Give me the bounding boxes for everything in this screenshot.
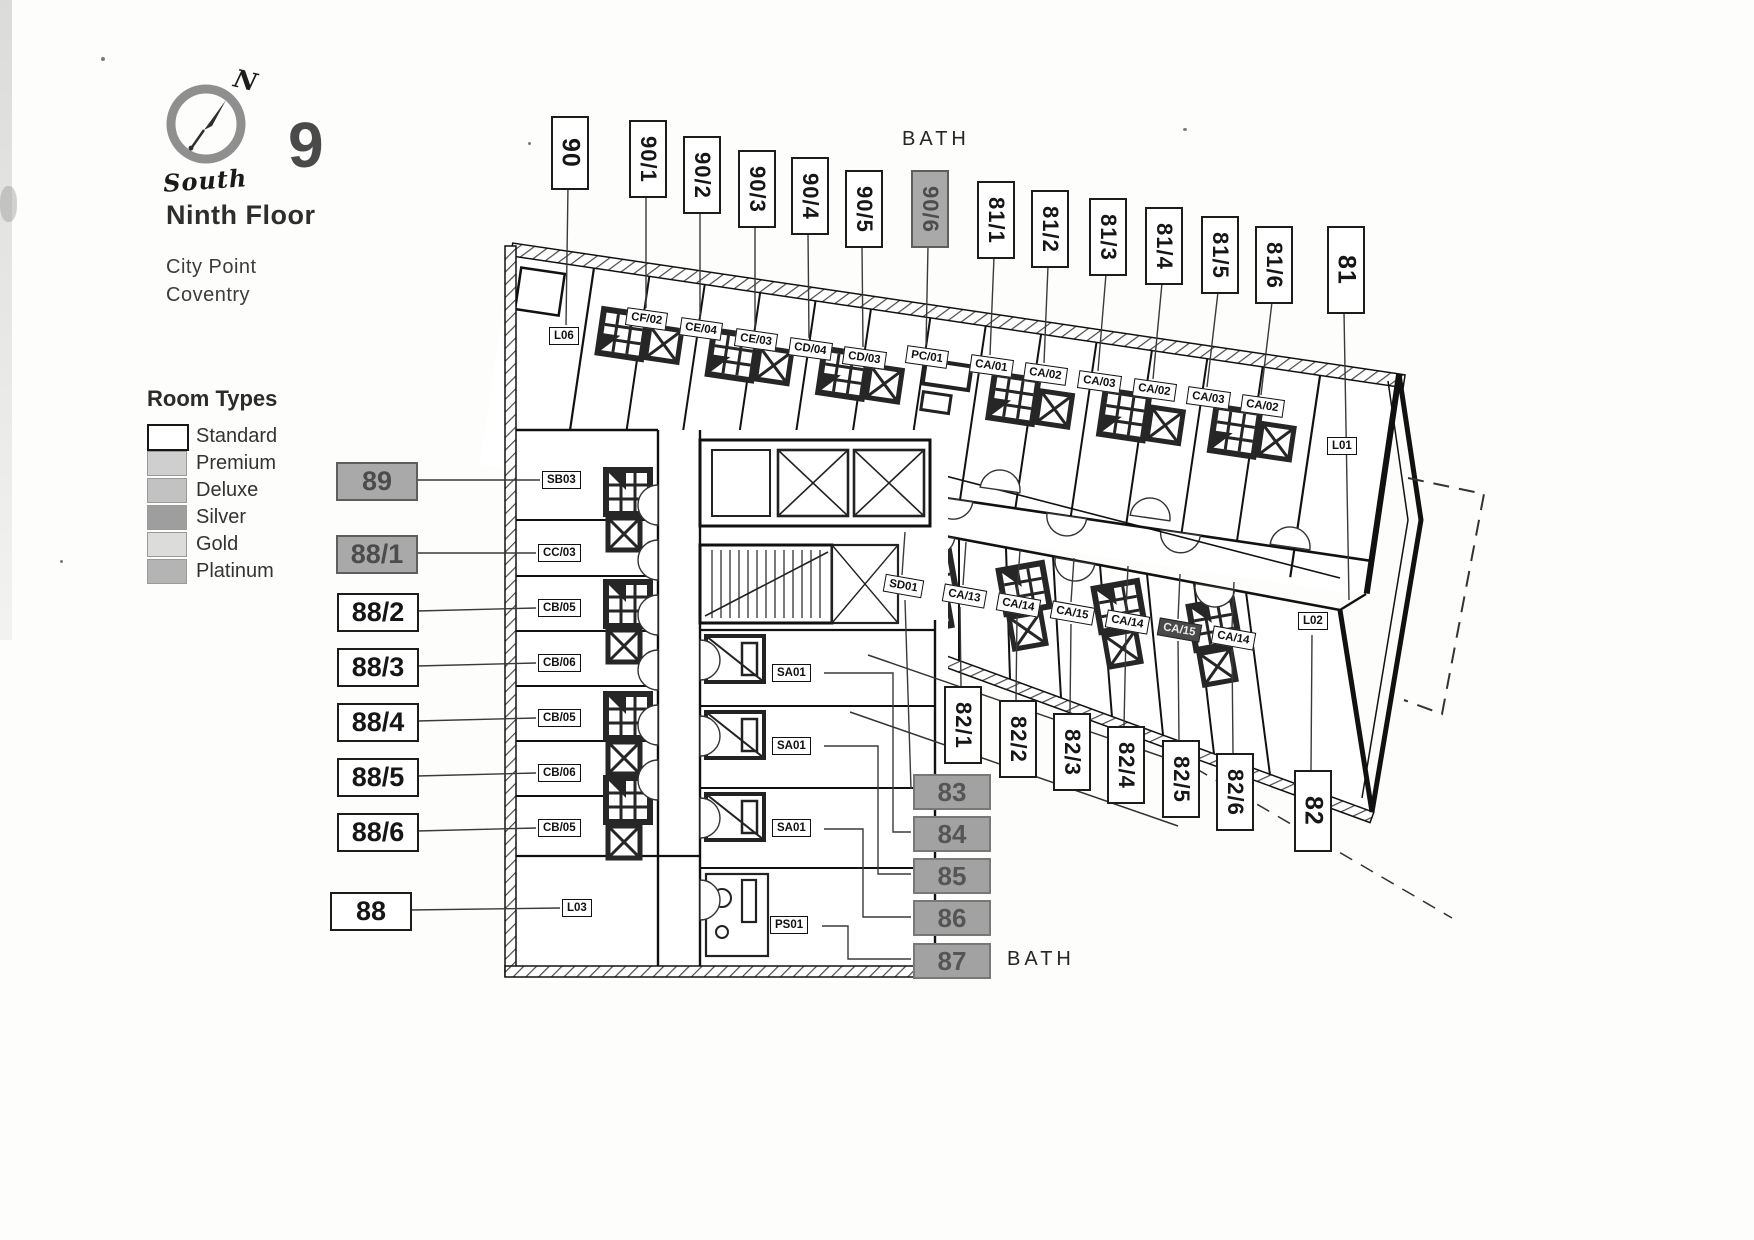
legend-label-deluxe: Deluxe (196, 479, 259, 501)
unit-label-81-6: 81/6 (1255, 226, 1293, 304)
legend-label-standard: Standard (196, 425, 278, 447)
legend-swatch-standard (147, 424, 189, 451)
unit-label-85: 85 (913, 858, 991, 894)
unit-label-90-3: 90/3 (738, 150, 776, 228)
building-city: Coventry (166, 284, 251, 306)
bath-label-top: BATH (902, 128, 970, 150)
scan-smudge (0, 186, 17, 222)
legend-swatch-deluxe (147, 478, 187, 503)
room-code: CB/06 (538, 654, 581, 672)
scan-edge-artifact (0, 0, 12, 640)
scan-speck (60, 560, 63, 563)
legend-swatch-gold (147, 532, 187, 557)
unit-label-87: 87 (913, 943, 991, 979)
scan-speck (528, 142, 531, 145)
unit-label-82-6: 82/6 (1216, 753, 1254, 831)
unit-label-86: 86 (913, 900, 991, 936)
unit-label-81-5: 81/5 (1201, 216, 1239, 294)
unit-label-89: 89 (336, 462, 418, 501)
room-code: CB/05 (538, 599, 581, 617)
room-code: CC/03 (538, 544, 581, 562)
unit-label-82-4: 82/4 (1107, 726, 1145, 804)
left-wing (504, 245, 948, 978)
floor-title: Ninth Floor (166, 200, 316, 230)
scan-speck (1183, 128, 1187, 131)
room-code: L02 (1298, 612, 1328, 630)
legend-label-platinum: Platinum (196, 560, 274, 582)
unit-label-88-3: 88/3 (337, 648, 419, 687)
unit-label-81-1: 81/1 (977, 181, 1015, 259)
legend-swatch-silver (147, 505, 187, 530)
unit-label-82: 82 (1294, 770, 1332, 852)
unit-label-90: 90 (551, 116, 589, 190)
unit-label-82-1: 82/1 (944, 686, 982, 764)
unit-label-81-3: 81/3 (1089, 198, 1127, 276)
floor-number: 9 (288, 109, 324, 181)
unit-label-90-4: 90/4 (791, 157, 829, 235)
room-code: SA01 (772, 819, 811, 837)
room-code: SA01 (772, 737, 811, 755)
bath-label-bottom: BATH (1007, 948, 1075, 970)
unit-label-84: 84 (913, 816, 991, 852)
unit-label-88-1: 88/1 (336, 535, 418, 574)
unit-label-88-4: 88/4 (337, 703, 419, 742)
room-code: SA01 (772, 664, 811, 682)
unit-label-82-3: 82/3 (1053, 713, 1091, 791)
room-code: CB/06 (538, 764, 581, 782)
unit-label-90-1: 90/1 (629, 120, 667, 198)
room-code: PS01 (770, 916, 809, 934)
unit-label-81-2: 81/2 (1031, 190, 1069, 268)
building-name: City Point (166, 256, 257, 278)
room-code: L01 (1327, 437, 1357, 455)
room-code: L06 (549, 327, 579, 345)
room-code: SB03 (542, 471, 581, 489)
legend-swatch-premium (147, 451, 187, 476)
compass-south-label: South (162, 163, 249, 198)
right-end-walls (929, 373, 1424, 813)
unit-label-88-5: 88/5 (337, 758, 419, 797)
legend-title: Room Types (147, 386, 278, 411)
leader-lines (409, 185, 1350, 960)
unit-label-81: 81 (1327, 226, 1365, 314)
unit-label-90-5: 90/5 (845, 170, 883, 248)
legend-label-silver: Silver (196, 506, 247, 528)
legend-label-gold: Gold (196, 533, 239, 555)
room-code: L03 (562, 899, 592, 917)
legend-swatch-platinum (147, 559, 187, 584)
unit-label-88: 88 (330, 892, 412, 931)
legend-label-premium: Premium (196, 452, 277, 474)
unit-label-82-2: 82/2 (999, 700, 1037, 778)
compass-icon (166, 84, 246, 164)
unit-label-81-4: 81/4 (1145, 207, 1183, 285)
scan-speck (101, 57, 105, 61)
unit-label-83: 83 (913, 774, 991, 810)
room-code: CB/05 (538, 709, 581, 727)
room-code: CB/05 (538, 819, 581, 837)
unit-label-90-6: 90/6 (911, 170, 949, 248)
unit-label-82-5: 82/5 (1162, 740, 1200, 818)
unit-label-88-2: 88/2 (337, 593, 419, 632)
unit-label-90-2: 90/2 (683, 136, 721, 214)
unit-label-88-6: 88/6 (337, 813, 419, 852)
